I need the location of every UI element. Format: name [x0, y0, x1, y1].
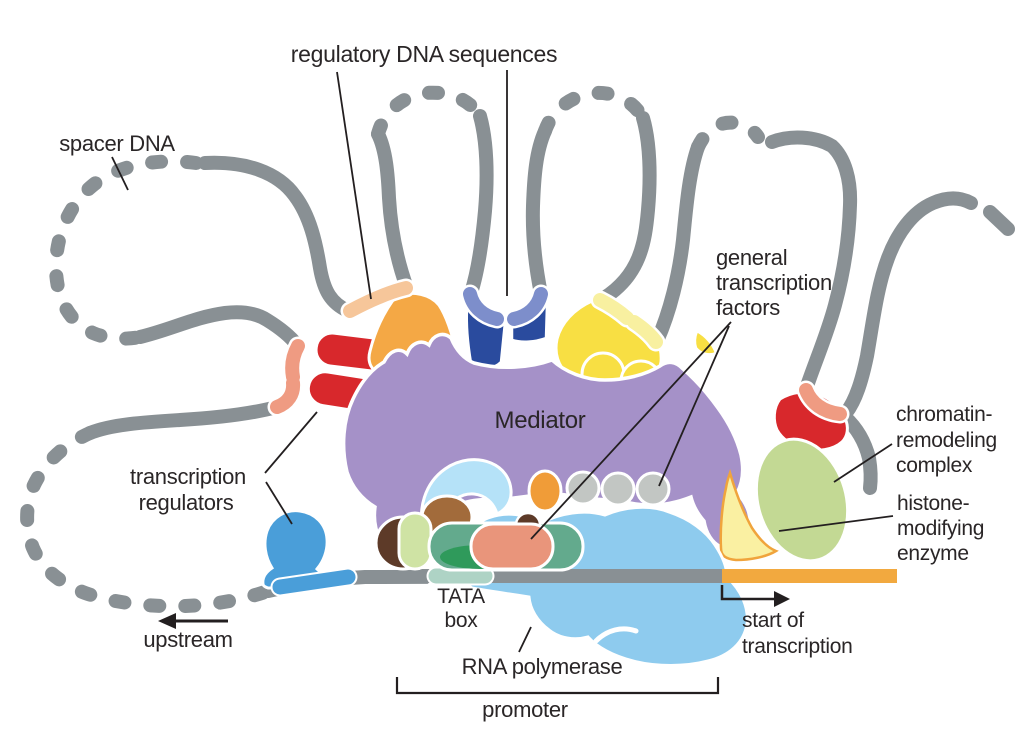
chromatin-leader: [833, 443, 893, 483]
blue-dna-segment: [272, 569, 356, 595]
start-arrowhead: [774, 591, 790, 607]
chromatin-label-1: chromatin-: [896, 403, 993, 426]
gtf-light-green-pill: [397, 511, 433, 571]
tata-box-label-2: box: [445, 609, 479, 632]
light-yellow-segment-left: [593, 293, 634, 325]
regulatory-dna-label: regulatory DNA sequences: [291, 41, 557, 67]
general-tf-label-1: general: [716, 245, 787, 270]
general-factor-cluster: [374, 494, 585, 572]
gtf-gray-circle-2: [600, 471, 636, 507]
light-yellow-segment-right: [627, 315, 663, 349]
spacer-dna-label: spacer DNA: [59, 131, 175, 156]
gtf-gray-circle-1: [565, 470, 601, 506]
periwinkle-segment-right: [507, 287, 548, 326]
general-tf-leader-1: [530, 321, 732, 540]
loop-c-left: [650, 140, 705, 348]
gtf-orange-oval: [527, 469, 563, 513]
peach-regulatory-segment: [343, 281, 413, 318]
loop-c-dashed-top: [691, 115, 765, 154]
salmon-segment-right: [799, 383, 847, 421]
spacer-dna-leader: [111, 156, 129, 191]
promoter-bracket: [395, 677, 720, 695]
rna-polymerase-label: RNA polymerase: [462, 654, 623, 679]
spacer-loop-dashed-arc: [48, 154, 203, 346]
promoter-label: promoter: [482, 697, 568, 722]
spacer-loop-bottom: [133, 305, 304, 352]
lower-left-dashed-loop: [20, 426, 275, 614]
transcription-regulators-leader-2: [265, 481, 293, 525]
loop-a-right: [464, 109, 494, 300]
general-tf-label-2: transcription: [716, 270, 832, 295]
dna-strands: [20, 85, 1015, 614]
general-factor-circles: [527, 469, 671, 513]
periwinkle-segment-left: [463, 287, 504, 326]
loop-b-left: [525, 124, 552, 301]
yellow-regulator-small-wedge: [693, 329, 718, 356]
salmon-segment-upper-left: [285, 339, 305, 384]
histone-modifying-blob: [719, 468, 779, 562]
loop-b-right: [597, 111, 657, 305]
diagram-labels: spacer DNA regulatory DNA sequences tran…: [59, 41, 997, 722]
histone-label-2: modifying: [897, 517, 984, 540]
upstream-label: upstream: [143, 627, 232, 652]
general-tf-leader-2: [658, 325, 730, 487]
transcription-regulators-label-1: transcription: [130, 464, 246, 489]
gtf-salmon-blob: [469, 522, 555, 571]
start-of-transcription-label-1: start of: [742, 609, 804, 632]
loop-c-right: [765, 130, 858, 396]
right-strand-end-dash: [983, 205, 1015, 236]
spacer-loop-top: [198, 155, 355, 318]
start-of-transcription-label-2: transcription: [742, 635, 852, 658]
mediator-label: Mediator: [495, 407, 586, 434]
rna-polymerase-leader: [518, 626, 532, 653]
upstream-arrowhead: [158, 613, 176, 629]
rna-polymerase-curl: [593, 626, 639, 644]
regulatory-dna-leader-1: [336, 71, 372, 300]
histone-label-1: histone-: [897, 492, 970, 515]
loop-a-dashed-top: [371, 85, 487, 141]
lower-left-solid: [83, 400, 284, 440]
transcription-regulators-leader-1: [264, 411, 318, 474]
leader-lines: [111, 70, 894, 695]
loop-b-dashed-top: [538, 85, 650, 138]
chromatin-label-2: remodeling: [896, 429, 997, 452]
transcription-regulators-label-2: regulators: [139, 490, 234, 515]
tata-box-label-1: TATA: [437, 585, 485, 608]
general-tf-label-3: factors: [716, 295, 780, 320]
gtf-gray-circle-3: [635, 471, 671, 507]
right-strand-up: [839, 191, 978, 420]
arrowheads: [158, 591, 790, 629]
start-arrow-line: [720, 585, 776, 601]
histone-leader: [778, 515, 894, 532]
histone-label-3: enzyme: [897, 542, 969, 565]
loop-a-left: [371, 127, 414, 295]
chromatin-label-3: complex: [896, 454, 973, 477]
salmon-segment-lower-left: [270, 376, 301, 414]
